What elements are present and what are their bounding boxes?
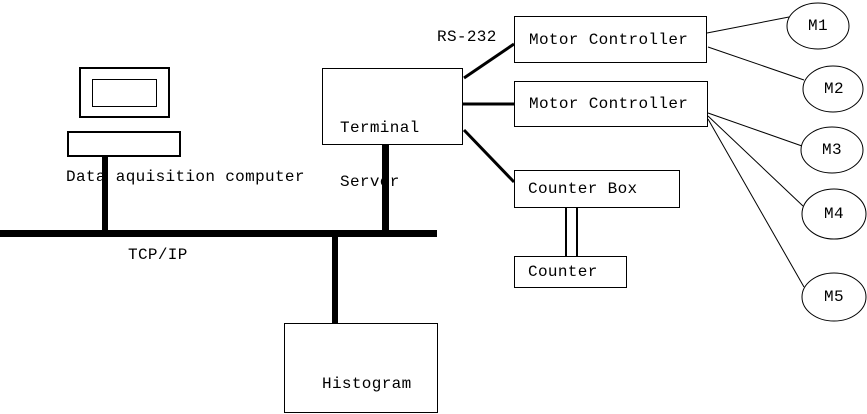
tcp-ip-label: TCP/IP bbox=[128, 246, 188, 264]
rs232-label: RS-232 bbox=[437, 28, 497, 46]
histogram-memory-label-line1: Histogram bbox=[322, 375, 412, 393]
connector-mc1-to-m2 bbox=[707, 46, 805, 81]
counter-node: Counter bbox=[514, 256, 627, 288]
motor-m4-label: M4 bbox=[824, 205, 844, 223]
tcp-ip-bus-line bbox=[0, 230, 437, 237]
motor-m2-ellipse bbox=[802, 65, 864, 113]
motor-m4-ellipse bbox=[801, 188, 867, 240]
monitor-screen-icon bbox=[92, 79, 157, 107]
connector-terminal-to-counter-box bbox=[462, 128, 516, 184]
connector-terminal-to-motor-controller-1 bbox=[463, 42, 515, 80]
connector-mc2-to-m4 bbox=[707, 115, 804, 207]
data-acquisition-computer-label: Data aquisition computer bbox=[66, 168, 305, 186]
counter-label: Counter bbox=[528, 263, 598, 281]
counter-box-node: Counter Box bbox=[514, 170, 680, 208]
terminal-server-node: Terminal Server bbox=[322, 68, 463, 191]
histogram-memory-bus-drop-line bbox=[332, 237, 338, 323]
motor-m3-ellipse bbox=[800, 126, 864, 174]
keyboard-icon bbox=[67, 131, 181, 157]
histogram-memory-node: Histogram Memory bbox=[284, 323, 438, 413]
connector-mc2-to-m5 bbox=[707, 118, 805, 288]
motor-controller-2-node: Motor Controller bbox=[514, 81, 708, 127]
motor-m5-label: M5 bbox=[824, 288, 844, 306]
motor-m3-label: M3 bbox=[822, 141, 842, 159]
motor-controller-1-label: Motor Controller bbox=[529, 30, 689, 49]
motor-m1-ellipse bbox=[786, 2, 850, 50]
motor-controller-2-label: Motor Controller bbox=[529, 95, 689, 113]
motor-m5-ellipse bbox=[801, 272, 867, 322]
counter-box-label: Counter Box bbox=[528, 180, 638, 198]
terminal-server-bus-drop-line bbox=[382, 145, 389, 231]
motor-m2-label: M2 bbox=[824, 80, 844, 98]
connector-mc1-to-m1 bbox=[706, 16, 790, 34]
computer-bus-drop-line bbox=[102, 157, 108, 231]
connector-mc2-to-m3 bbox=[707, 112, 803, 147]
terminal-server-label-line1: Terminal bbox=[340, 119, 420, 137]
motor-m1-label: M1 bbox=[808, 17, 828, 35]
terminal-server-label-line2: Server bbox=[340, 173, 400, 191]
motor-controller-1-node: Motor Controller bbox=[514, 16, 707, 63]
